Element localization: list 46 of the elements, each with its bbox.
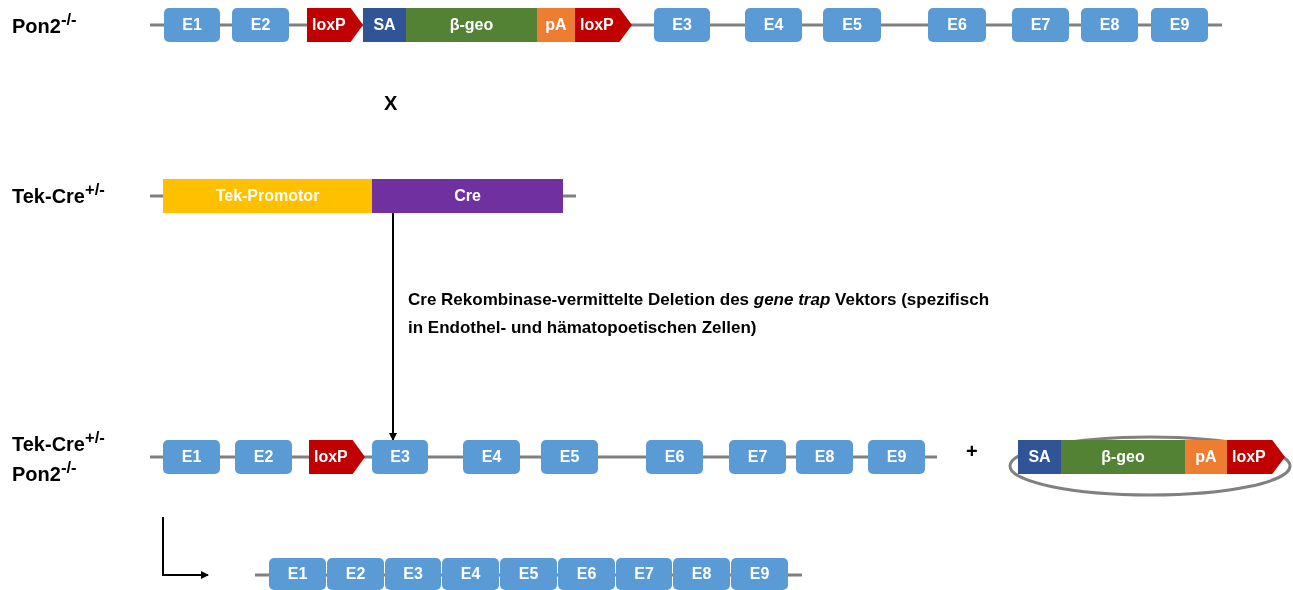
genotype-label: Tek-Cre$^{+/-}$ [12,180,105,208]
exon-box: E5 [500,558,557,590]
exon-box: E2 [232,8,289,42]
beta-geo-box: β-geo [406,8,537,42]
exon-box: E9 [731,558,788,590]
exon-box: E3 [654,8,710,42]
loxp-site: loxP [1227,440,1285,474]
exon-box: E6 [928,8,986,42]
exon-box: E3 [372,440,428,474]
genotype-label: Pon2$^{-/-}$ [12,458,77,486]
loxp-site: loxP [575,8,632,42]
splice-acceptor-box: SA [1018,440,1061,474]
polya-box: pA [537,8,575,42]
exon-box: E7 [1012,8,1069,42]
cre-box: Cre [372,179,563,213]
cross-symbol: X [384,92,398,115]
splice-acceptor-box: SA [363,8,406,42]
exon-box: E1 [163,440,220,474]
exon-box: E8 [673,558,730,590]
exon-box: E1 [164,8,220,42]
polya-box: pA [1185,440,1227,474]
exon-box: E5 [823,8,881,42]
genotype-label: Pon2$^{-/-}$ [12,10,77,38]
exon-box: E4 [442,558,499,590]
genotype-label: Tek-Cre$^{+/-}$ [12,428,105,456]
exon-box: E7 [616,558,672,590]
arrow [389,212,397,441]
exon-box: E2 [327,558,384,590]
loxp-site: loxP [307,8,363,42]
promoter-box: Tek-Promotor [163,179,372,213]
exon-box: E9 [1151,8,1208,42]
beta-geo-box: β-geo [1061,440,1185,474]
exon-box: E1 [269,558,326,590]
exon-box: E5 [541,440,598,474]
loxp-site: loxP [309,440,365,474]
exon-box: E4 [745,8,802,42]
plus-sign: + [966,440,978,463]
exon-box: E2 [235,440,292,474]
exon-box: E3 [385,558,441,590]
exon-box: E4 [463,440,520,474]
exon-box: E9 [868,440,925,474]
exon-box: E6 [646,440,703,474]
exon-box: E8 [1081,8,1138,42]
exon-box: E6 [558,558,615,590]
exon-box: E8 [796,440,853,474]
exon-box: E7 [729,440,786,474]
